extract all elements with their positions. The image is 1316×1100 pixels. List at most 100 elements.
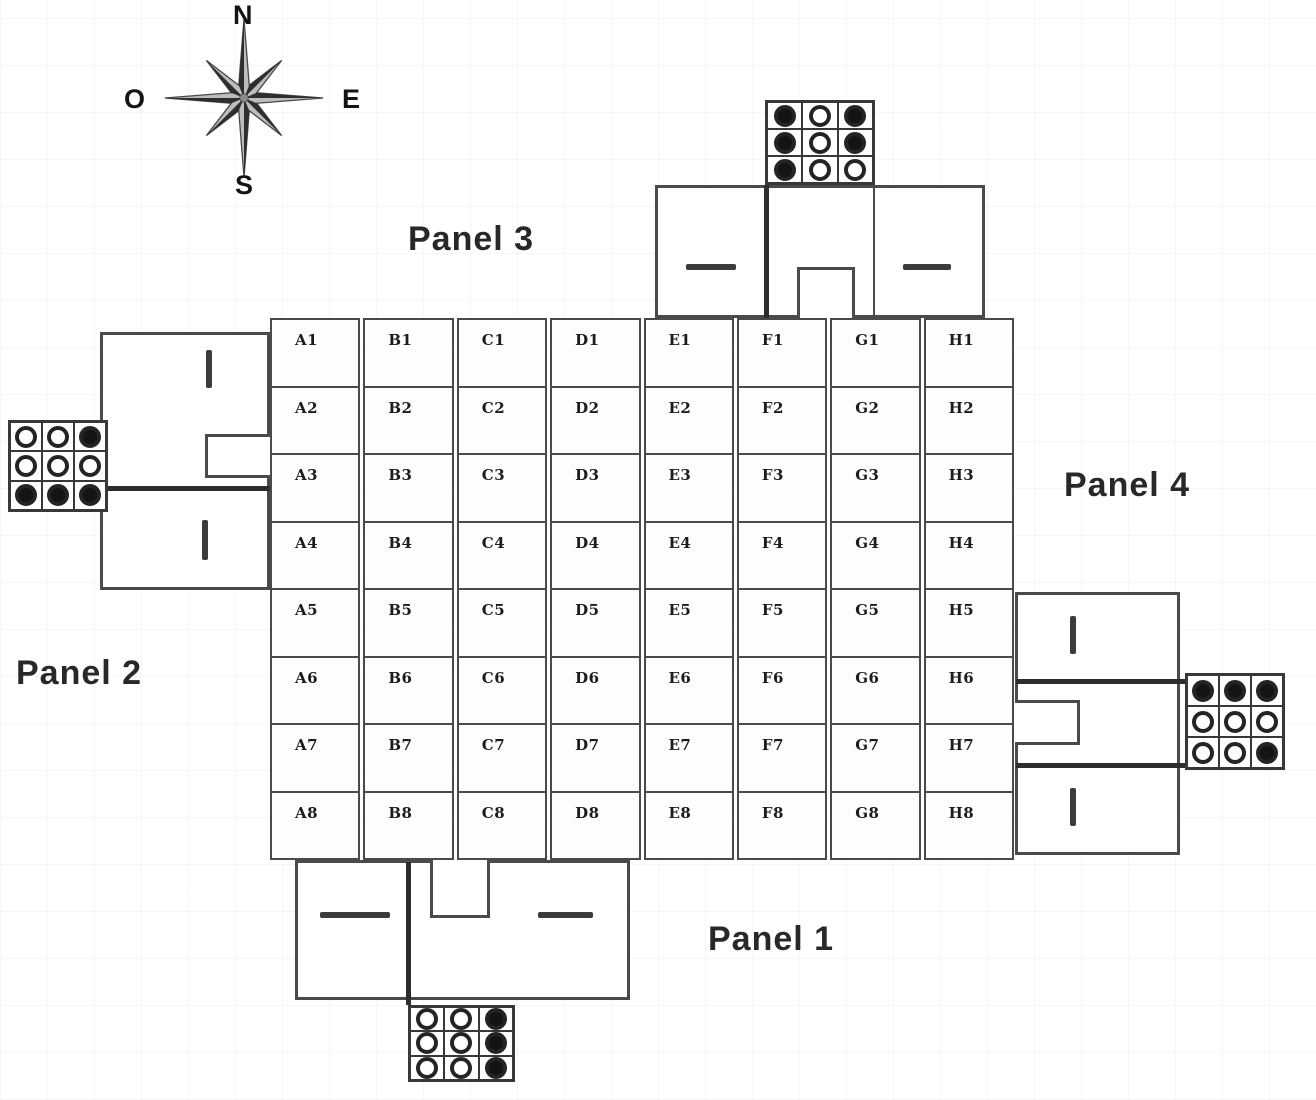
cell-label: H1 xyxy=(948,331,975,349)
cell-label: D3 xyxy=(575,466,600,484)
filled-circle-marker xyxy=(47,484,69,507)
open-circle-marker xyxy=(450,1056,473,1079)
connector-cell xyxy=(1187,675,1219,706)
cell-C8: C8 xyxy=(459,793,545,859)
cell-C5: C5 xyxy=(458,590,546,658)
cell-label: D7 xyxy=(575,736,600,754)
open-circle-marker xyxy=(47,454,69,477)
cell-label: A3 xyxy=(295,466,319,484)
cell-label: F4 xyxy=(761,533,784,552)
connector-block-left xyxy=(8,420,108,512)
right-access-line-lower xyxy=(1016,763,1185,768)
cell-D6: D6 xyxy=(552,658,639,725)
panel4-dash-upper xyxy=(1070,616,1076,654)
cell-B1: B1 xyxy=(365,320,452,388)
cell-label: B3 xyxy=(388,466,413,484)
cell-label: B6 xyxy=(388,668,413,687)
cell-C6: C6 xyxy=(458,658,546,725)
open-circle-marker xyxy=(1192,741,1214,764)
cell-label: A1 xyxy=(295,331,319,349)
cell-F2: F2 xyxy=(738,388,826,455)
cell-E2: E2 xyxy=(645,388,732,455)
cell-H8: H8 xyxy=(926,793,1012,859)
cell-label: A6 xyxy=(295,668,319,687)
connector-cell xyxy=(802,129,838,156)
filled-circle-marker xyxy=(1256,679,1278,702)
filled-circle-marker xyxy=(773,104,796,127)
cell-D4: D4 xyxy=(552,523,639,590)
connector-cell xyxy=(42,480,74,510)
right-access-line-upper xyxy=(1016,679,1185,684)
cell-F4: F4 xyxy=(738,523,826,590)
cell-label: F6 xyxy=(761,668,784,687)
cell-label: B5 xyxy=(388,601,413,619)
cell-A6: A6 xyxy=(272,658,359,725)
compass-east-label: E xyxy=(342,84,361,114)
connector-cell xyxy=(10,480,42,510)
connector-cell xyxy=(1219,706,1251,737)
panel3-dash-left xyxy=(686,264,736,270)
open-circle-marker xyxy=(844,158,867,181)
cell-D3: D3 xyxy=(552,455,639,523)
cell-label: H6 xyxy=(948,668,975,687)
cell-label: B7 xyxy=(388,736,413,754)
cell-B6: B6 xyxy=(365,658,452,725)
cell-label: G7 xyxy=(855,736,880,754)
cell-label: E5 xyxy=(668,601,692,619)
connector-cell xyxy=(1219,737,1251,768)
cell-label: G2 xyxy=(855,398,880,417)
cell-label: F7 xyxy=(761,736,784,754)
cell-label: C6 xyxy=(481,668,506,687)
cell-G3: G3 xyxy=(832,455,919,523)
panel3-label: Panel 3 xyxy=(408,220,535,258)
cell-G5: G5 xyxy=(832,590,919,658)
cell-B5: B5 xyxy=(365,590,452,658)
cell-E7: E7 xyxy=(645,725,732,793)
cell-H6: H6 xyxy=(925,658,1012,725)
connector-cell xyxy=(767,156,803,183)
open-circle-marker xyxy=(416,1008,439,1031)
connector-cell xyxy=(444,1055,479,1080)
connector-cell xyxy=(478,1055,513,1080)
cell-label: H3 xyxy=(948,466,975,484)
filled-circle-marker xyxy=(773,131,796,154)
cell-H7: H7 xyxy=(925,725,1012,793)
cell-label: F2 xyxy=(761,398,784,417)
cell-label: D4 xyxy=(575,533,600,552)
connector-cell xyxy=(478,1007,513,1032)
cell-E1: E1 xyxy=(645,320,732,388)
cell-A7: A7 xyxy=(272,725,359,793)
cell-label: H2 xyxy=(948,398,975,417)
cell-A2: A2 xyxy=(272,388,359,455)
cell-label: F8 xyxy=(761,803,784,822)
compass-west-label: O xyxy=(124,84,146,114)
cell-label: H8 xyxy=(948,803,975,822)
cell-G4: G4 xyxy=(832,523,919,590)
cell-A5: A5 xyxy=(272,590,359,658)
connector-block-right xyxy=(1185,673,1285,770)
cell-label: D6 xyxy=(575,668,600,687)
cell-label: G5 xyxy=(855,601,880,619)
cell-B8: B8 xyxy=(365,793,451,859)
connector-cell xyxy=(410,1055,445,1080)
cell-label: B2 xyxy=(388,398,413,417)
connector-cell xyxy=(1251,737,1283,768)
connector-cell xyxy=(837,129,873,156)
cell-label: H7 xyxy=(948,736,975,754)
cell-label: C2 xyxy=(481,398,506,417)
connector-cell xyxy=(10,451,42,481)
filled-circle-marker xyxy=(79,425,101,448)
cell-label: G4 xyxy=(855,533,880,552)
open-circle-marker xyxy=(1256,710,1278,733)
cell-label: A8 xyxy=(295,803,319,822)
cell-D2: D2 xyxy=(552,388,639,455)
cell-F3: F3 xyxy=(738,455,826,523)
cell-label: E8 xyxy=(668,803,692,822)
connector-cell xyxy=(837,156,873,183)
cell-G6: G6 xyxy=(832,658,919,725)
connector-cell xyxy=(837,102,873,129)
